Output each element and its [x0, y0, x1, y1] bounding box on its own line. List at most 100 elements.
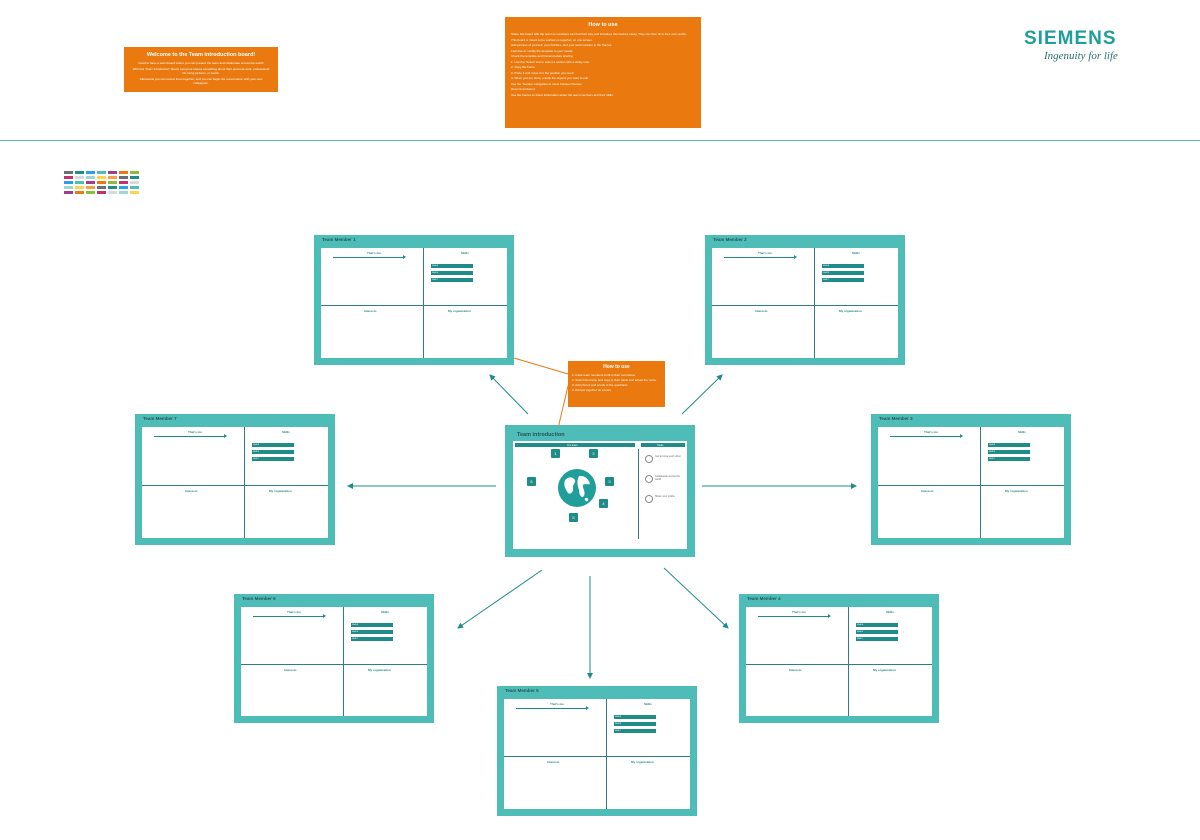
how-to-use-line: Add pictures of yourself, your hobbies, … [511, 43, 613, 47]
how-to-use-mid-line: 3. Add photos and words to the quadrants [572, 383, 628, 387]
globe-icon [558, 469, 596, 507]
how-to-use-mid-sticky[interactable]: How to use 1. Invite team members to fil… [568, 361, 665, 407]
palette-swatch [64, 171, 73, 174]
color-palette [64, 165, 146, 215]
interests-label: Interests [185, 489, 198, 493]
palette-swatch [86, 186, 95, 189]
center-title: Team introduction [517, 432, 565, 438]
palette-swatch [119, 176, 128, 179]
palette-swatch [130, 176, 139, 179]
skill-bar: Skill B [822, 271, 864, 275]
palette-swatch [86, 171, 95, 174]
my-organization-label: My organization [839, 309, 862, 313]
member-title: Team Member 1 [322, 237, 356, 242]
task-icon [645, 495, 653, 503]
thats-me-arrow [758, 614, 831, 618]
welcome-sticky[interactable]: Welcome to the Team introduction board! … [124, 47, 278, 92]
team-member-frame[interactable]: Team Member 7 That's me Skills Skill A S… [135, 414, 335, 545]
team-member-frame[interactable]: Team Member 1 That's me Skills Skill A S… [314, 235, 514, 365]
how-to-use-sticky[interactable]: How to use Share this board with the tea… [505, 17, 701, 128]
palette-swatch [108, 191, 117, 194]
skill-bar: Skill A [614, 715, 656, 719]
how-to-use-mid-line: 2. Select the frame and copy it, then pa… [572, 378, 658, 382]
thats-me-arrow [154, 434, 227, 438]
skills-label: Skills [381, 610, 389, 614]
skills-label: Skills [282, 430, 290, 434]
palette-swatch [119, 181, 128, 184]
palette-swatch [108, 186, 117, 189]
skill-bar: Skill A [988, 443, 1030, 447]
palette-swatch [75, 186, 84, 189]
quadrant-divider-h [321, 305, 507, 306]
skill-bar: Skill C [988, 457, 1030, 461]
welcome-line: Afterwards you can review them together,… [139, 77, 263, 85]
palette-swatch [86, 191, 95, 194]
arrow-to-member-6 [457, 569, 543, 629]
palette-swatch [86, 176, 95, 179]
member-badge: 4 [599, 499, 608, 508]
interests-label: Interests [364, 309, 377, 313]
how-to-use-line: Share this board with the team so member… [511, 32, 687, 36]
member-title: Team Member 6 [242, 596, 276, 601]
member-badge: 1 [551, 449, 560, 458]
task-icon [645, 475, 653, 483]
task-text: Collaborate across the world [655, 475, 681, 481]
palette-swatch [108, 176, 117, 179]
arrow-to-member-1 [489, 374, 529, 415]
how-to-use-line: Recommendation: [511, 87, 536, 91]
palette-swatch [97, 171, 106, 174]
how-to-use-line: 3. Paste it and move it to the position … [511, 70, 574, 75]
how-to-use-mid-text: 1. Invite team members to fill in their … [568, 370, 665, 392]
skill-bar: Skill B [431, 271, 473, 275]
palette-swatch [119, 186, 128, 189]
skill-bar: Skill A [822, 264, 864, 268]
thats-me-label: That's me [367, 251, 381, 255]
team-member-frame[interactable]: Team Member 2 That's me Skills Skill A S… [705, 235, 905, 365]
thats-me-label: That's me [287, 610, 301, 614]
skill-bar: Skill B [856, 630, 898, 634]
palette-swatch [108, 181, 117, 184]
quadrant-divider-v [848, 607, 849, 716]
quadrant-divider-v [980, 427, 981, 538]
quadrant-divider-v [423, 248, 424, 358]
interests-label: Interests [789, 668, 802, 672]
my-organization-label: My organization [1005, 489, 1028, 493]
quadrant-divider-v [606, 699, 607, 809]
palette-swatch [119, 191, 128, 194]
team-member-frame[interactable]: Team Member 6 That's me Skills Skill A S… [234, 594, 434, 723]
team-member-frame[interactable]: Team Member 4 That's me Skills Skill A S… [739, 594, 939, 723]
quadrant-divider-h [746, 664, 932, 665]
quadrant-divider-h [712, 305, 898, 306]
how-to-use-line: Use the 'Section' navigation to move bet… [511, 81, 583, 86]
task-text: Get to know each other [655, 455, 681, 458]
skill-bar: Skill C [351, 637, 393, 641]
member-badge: 3 [605, 477, 614, 486]
task-text: Share your profile [655, 495, 675, 498]
section-divider [0, 140, 1200, 141]
center-left-header: Our team [515, 443, 635, 447]
skill-bar: Skill C [252, 457, 294, 461]
interests-label: Interests [284, 668, 297, 672]
palette-swatch [130, 171, 139, 174]
skill-bar: Skill C [431, 278, 473, 282]
thats-me-label: That's me [924, 430, 938, 434]
how-to-use-line: Feel free to modify the template to your… [511, 48, 574, 53]
team-member-frame[interactable]: Team Member 3 That's me Skills Skill A S… [871, 414, 1071, 545]
palette-swatch [97, 186, 106, 189]
skill-bar: Skill B [351, 630, 393, 634]
thats-me-arrow [516, 706, 589, 710]
center-right-header: Tasks [641, 443, 685, 447]
skill-bar: Skill A [856, 623, 898, 627]
skill-bar: Skill A [351, 623, 393, 627]
member-badge: 6 [527, 477, 536, 486]
how-to-use-mid-line: 4. Review together as a team [572, 388, 612, 392]
thats-me-arrow [724, 255, 797, 259]
thats-me-arrow [333, 255, 406, 259]
member-title: Team Member 7 [143, 416, 177, 421]
my-organization-label: My organization [873, 668, 896, 672]
quadrant-divider-h [142, 485, 328, 486]
team-member-frame[interactable]: Team Member 5 That's me Skills Skill A S… [497, 686, 697, 816]
member-badge: 5 [569, 513, 578, 522]
palette-swatch [64, 186, 73, 189]
